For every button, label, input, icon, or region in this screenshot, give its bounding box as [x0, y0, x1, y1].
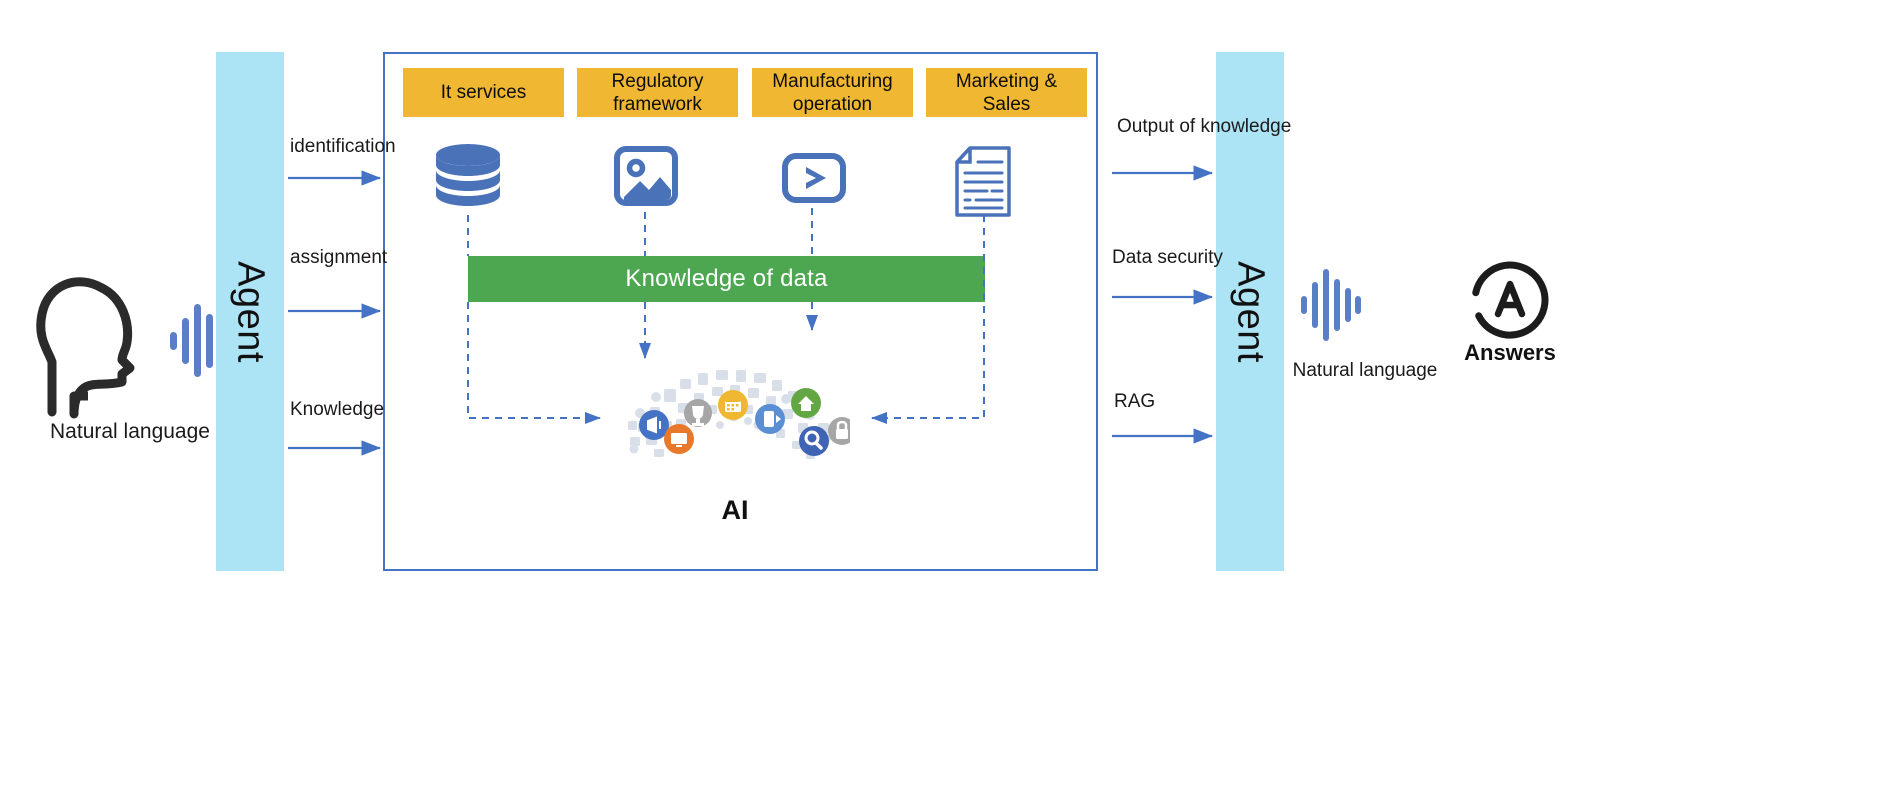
badge-lock — [828, 417, 850, 445]
flow-label-knowledge: Knowledge — [290, 399, 385, 420]
agent-label-right: Agent — [1229, 260, 1272, 363]
knowledge-of-data-bar: Knowledge of data — [468, 256, 985, 302]
flow-label-rag: RAG — [1114, 391, 1156, 412]
badge-calendar — [718, 390, 748, 420]
badge-search — [799, 426, 829, 456]
badge-monitor — [664, 424, 694, 454]
voice-waveform-icon-right — [1301, 269, 1361, 341]
ai-icon-cluster — [628, 370, 850, 459]
flow-label-assignment: assignment — [290, 247, 388, 268]
circle-a-logo-icon — [1471, 261, 1549, 339]
category-chip-regulatory-framework[interactable]: Regulatory framework — [577, 68, 738, 117]
answers-label: Answers — [1464, 340, 1556, 365]
badge-home — [791, 388, 821, 418]
knowledge-panel — [383, 52, 1098, 571]
agent-label-left: Agent — [229, 260, 272, 363]
video-play-icon — [782, 153, 846, 203]
badge-trophy — [684, 399, 712, 427]
document-icon — [955, 146, 1011, 217]
category-chip-it-services[interactable]: It services — [403, 68, 564, 117]
head-profile-icon — [36, 277, 135, 419]
flow-label-data-security: Data security — [1112, 247, 1223, 268]
badge-megaphone — [639, 410, 669, 440]
agent-bar-left[interactable]: Agent — [216, 52, 284, 571]
flow-label-identification: identification — [290, 136, 396, 157]
left-caption: Natural language — [50, 420, 210, 443]
category-chip-marketing-sales[interactable]: Marketing & Sales — [926, 68, 1087, 117]
agent-bar-right[interactable]: Agent — [1216, 52, 1284, 571]
ai-label: AI — [721, 495, 749, 525]
knowledge-of-data-label: Knowledge of data — [625, 265, 828, 292]
badge-mobile — [755, 404, 785, 434]
category-chip-manufacturing-operation[interactable]: Manufacturing operation — [752, 68, 913, 117]
right-caption: Natural language — [1292, 360, 1438, 381]
image-icon — [614, 146, 678, 206]
database-icon — [436, 144, 500, 206]
flow-label-output-of-knowledge: Output of knowledge — [1117, 116, 1292, 137]
